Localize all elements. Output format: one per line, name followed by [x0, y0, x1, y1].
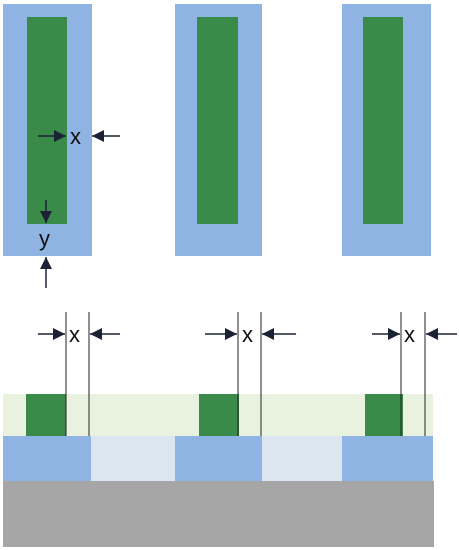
top-view: x y [3, 4, 431, 288]
substrate-layer [3, 481, 434, 547]
gap-layer-2 [262, 436, 342, 481]
inner-line-2 [197, 17, 238, 224]
pad-layer-2 [175, 436, 262, 481]
pad-layer-3 [342, 436, 433, 481]
top-y-label: y [39, 226, 50, 251]
bottom-x2-label: x [242, 322, 253, 347]
gap-layer-1 [91, 436, 175, 481]
line-block-3 [365, 394, 403, 436]
inner-line-3 [363, 17, 403, 224]
bottom-x3-label: x [404, 322, 415, 347]
pad-layer-1 [3, 436, 91, 481]
inner-line-1 [27, 17, 67, 224]
bottom-x1-label: x [69, 322, 80, 347]
line-block-1 [26, 394, 66, 436]
cross-section: x x x [3, 312, 457, 547]
line-block-2 [199, 394, 239, 436]
top-x-label: x [70, 124, 81, 149]
